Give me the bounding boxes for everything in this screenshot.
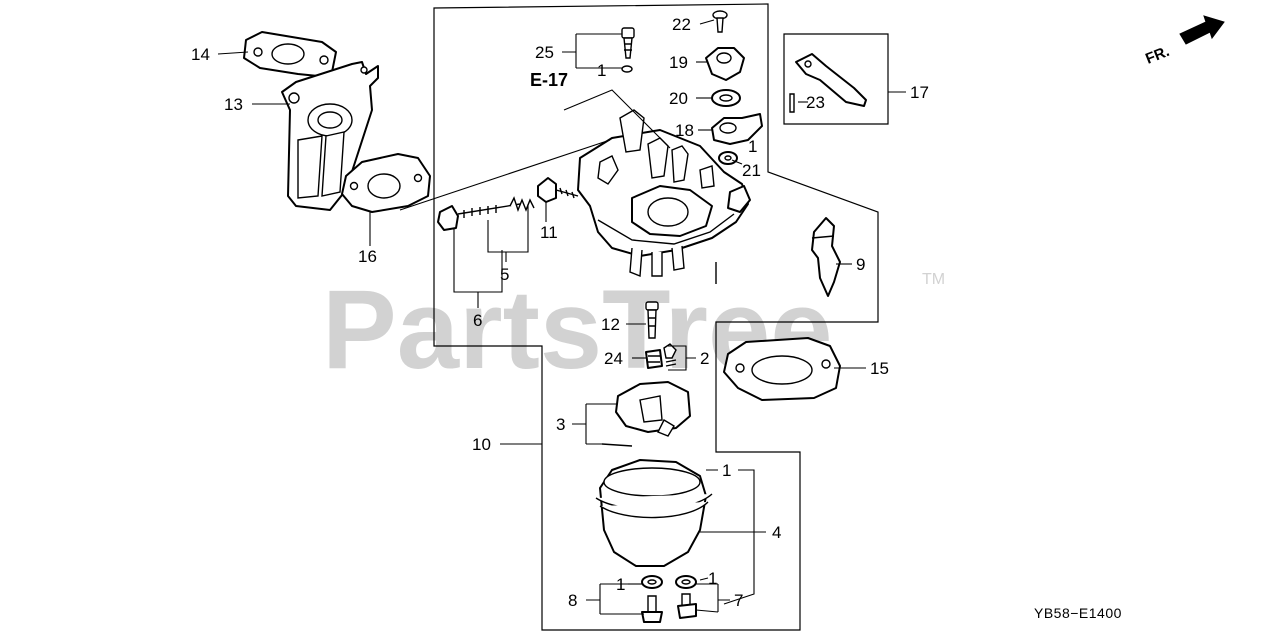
label-19: 19 xyxy=(669,53,688,72)
part-8-bolt xyxy=(641,575,663,623)
label-20: 20 xyxy=(669,89,688,108)
leader-14 xyxy=(217,51,249,55)
part-15-gasket xyxy=(723,337,841,401)
label-e17: E-17 xyxy=(530,70,568,90)
trademark-mark: TM xyxy=(922,271,945,288)
label-1-drain: 1 xyxy=(708,569,717,588)
part-11-screw xyxy=(537,177,579,203)
front-label: FR. xyxy=(1143,43,1172,68)
leader-3 xyxy=(572,403,618,445)
label-24: 24 xyxy=(604,349,623,368)
label-4: 4 xyxy=(772,523,781,542)
label-14: 14 xyxy=(191,45,210,64)
diagram-code: YB58−E1400 xyxy=(1034,605,1122,621)
label-12: 12 xyxy=(601,315,620,334)
carburetor-body xyxy=(577,109,751,284)
label-10: 10 xyxy=(472,435,491,454)
part-16-gasket xyxy=(341,153,431,213)
label-15: 15 xyxy=(870,359,889,378)
leader-2 xyxy=(668,345,696,371)
label-25: 25 xyxy=(535,43,554,62)
label-3: 3 xyxy=(556,415,565,434)
part-12-nozzle xyxy=(645,301,659,339)
part-19-cover xyxy=(705,47,745,81)
label-21: 21 xyxy=(742,161,761,180)
leader-7 xyxy=(695,583,730,613)
front-arrow-icon xyxy=(1179,15,1225,45)
part-4-float-bowl xyxy=(595,459,713,567)
label-1-bowl: 1 xyxy=(722,461,731,480)
leader-5 xyxy=(487,204,529,262)
part-20-oring xyxy=(711,89,741,107)
part-9-lever xyxy=(811,217,841,297)
part-24-jet xyxy=(645,343,677,369)
leader-8 xyxy=(586,583,644,615)
leader-25 xyxy=(562,33,622,69)
part-22-screw xyxy=(712,10,728,33)
part-21-washer xyxy=(718,151,738,165)
label-17: 17 xyxy=(910,83,929,102)
part-18-valve xyxy=(711,113,763,145)
part-5-screw-spring xyxy=(437,196,535,231)
label-5: 5 xyxy=(500,265,509,284)
part-17-box xyxy=(783,33,889,125)
label-16: 16 xyxy=(358,247,377,266)
part-3-float xyxy=(601,381,691,447)
label-1-valve: 1 xyxy=(748,137,757,156)
label-18: 18 xyxy=(675,121,694,140)
leader-22 xyxy=(699,19,715,25)
label-23: 23 xyxy=(806,93,825,112)
leader-21 xyxy=(731,159,743,165)
part-17-lever xyxy=(789,53,867,113)
label-1-top: 1 xyxy=(597,61,606,80)
part-25-screw xyxy=(621,27,635,73)
label-9: 9 xyxy=(856,255,865,274)
label-1-bolt: 1 xyxy=(616,575,625,594)
label-22: 22 xyxy=(672,15,691,34)
leader-1-drain xyxy=(699,577,709,581)
assembly-outline xyxy=(433,3,879,631)
label-13: 13 xyxy=(224,95,243,114)
label-2: 2 xyxy=(700,349,709,368)
part-13-bracket xyxy=(281,61,379,211)
part-7-drain-screw xyxy=(675,575,697,619)
leader-16b xyxy=(399,139,611,211)
label-7: 7 xyxy=(734,591,743,610)
part-14-gasket xyxy=(243,31,337,77)
label-8: 8 xyxy=(568,591,577,610)
leader-e17 xyxy=(563,89,671,149)
label-11: 11 xyxy=(540,223,558,242)
label-6: 6 xyxy=(473,311,482,330)
leader-6 xyxy=(453,228,503,308)
